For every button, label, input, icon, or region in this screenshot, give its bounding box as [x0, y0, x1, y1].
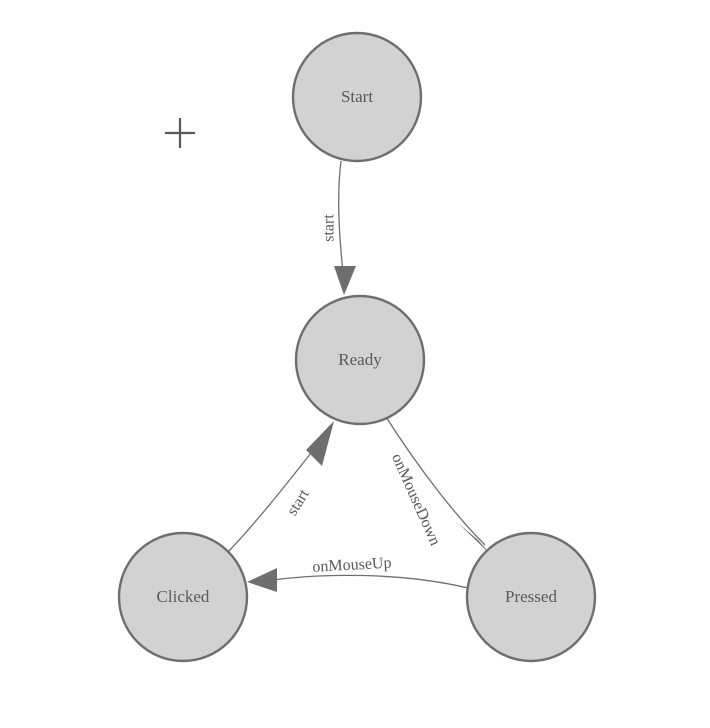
edge-label-start-to-ready: start — [321, 214, 338, 242]
node-circle-ready — [294, 294, 426, 426]
node-circle-pressed — [465, 531, 597, 663]
node-pressed[interactable]: Pressed — [465, 531, 597, 663]
arrowhead-pressed-to-clicked — [247, 568, 277, 592]
node-label-ready: Ready — [338, 350, 382, 369]
edge-path-ready-to-pressed — [385, 416, 486, 546]
node-label-clicked: Clicked — [157, 587, 210, 606]
node-label-start: Start — [341, 87, 373, 106]
edge-start-to-ready[interactable] — [334, 160, 356, 295]
arrowhead-ready-to-pressed — [458, 523, 492, 556]
edge-path-start-to-ready — [338, 160, 345, 283]
arrowhead-clicked-to-ready — [306, 421, 334, 466]
plus-crosshair-icon — [165, 118, 195, 148]
node-circle-clicked — [117, 531, 249, 663]
node-circle-start — [291, 31, 423, 163]
node-clicked[interactable]: Clicked — [117, 531, 249, 663]
edge-label-clicked-to-ready: start — [284, 486, 313, 519]
node-label-pressed: Pressed — [505, 587, 557, 606]
arrowhead-start-to-ready — [334, 266, 356, 295]
edge-label-ready-to-pressed: onMouseDown — [388, 451, 444, 548]
edge-label-pressed-to-clicked: onMouseUp — [312, 555, 392, 576]
edge-ready-to-pressed[interactable] — [385, 416, 492, 556]
edge-clicked-to-ready[interactable] — [227, 421, 334, 553]
edge-pressed-to-clicked[interactable] — [247, 568, 469, 592]
edge-path-pressed-to-clicked — [265, 574, 469, 589]
node-ready[interactable]: Ready — [294, 294, 426, 426]
node-start[interactable]: Start — [291, 31, 423, 163]
